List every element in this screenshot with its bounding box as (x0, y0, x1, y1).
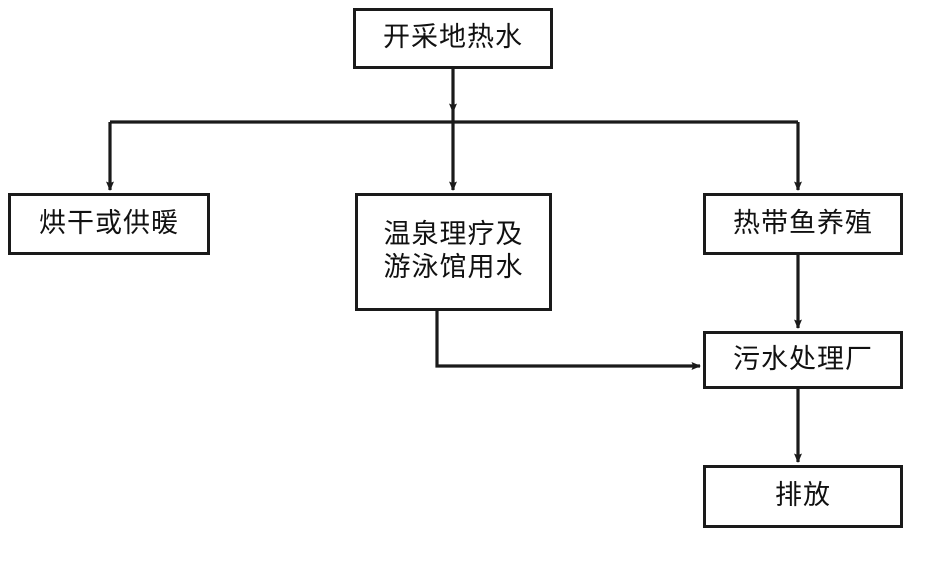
edge-spa-to-plant (435, 311, 701, 370)
node-discharge[interactable]: 排放 (703, 465, 903, 528)
node-geothermal-water-extraction[interactable]: 开采地热水 (353, 8, 553, 69)
node-hot-spring-therapy-and-pool-water[interactable]: 温泉理疗及 游泳馆用水 (355, 193, 552, 311)
node-tropical-fish-farming[interactable]: 热带鱼养殖 (703, 193, 903, 255)
node-drying-or-heating[interactable]: 烘干或供暖 (8, 193, 210, 255)
node-wastewater-treatment-plant[interactable]: 污水处理厂 (703, 331, 903, 389)
